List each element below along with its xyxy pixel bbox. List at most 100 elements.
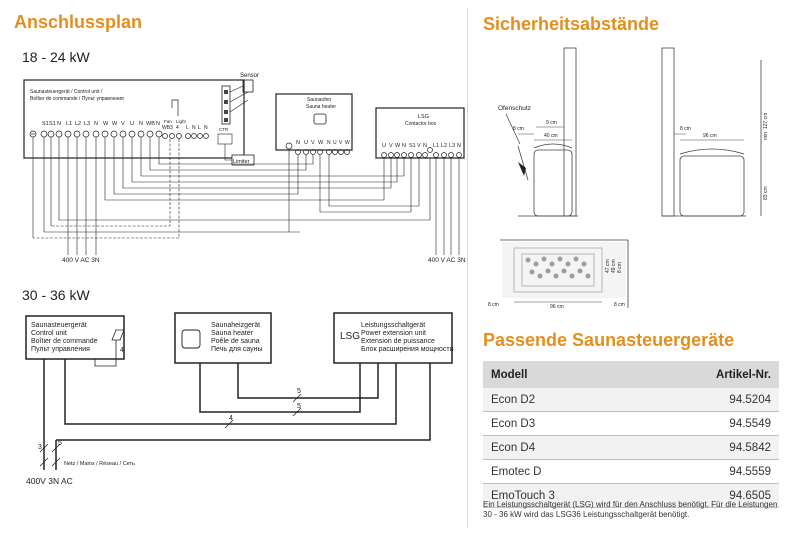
title-anschlussplan: Anschlussplan xyxy=(14,12,143,32)
svg-text:Power extension unit: Power extension unit xyxy=(361,330,426,337)
models-table: Modell Artikel-Nr. Econ D2 94.5204 Econ … xyxy=(483,361,779,508)
svg-text:Control unit: Control unit xyxy=(31,330,67,337)
title-sicherheitsabstaende: Sicherheitsabstände xyxy=(483,14,660,34)
control-unit-box-2 xyxy=(25,315,125,360)
svg-text:N: N xyxy=(423,143,427,149)
control-terminals: S1 S1 N L1 L2 L3 N W W V U N WB N xyxy=(42,121,160,127)
svg-text:WB: WB xyxy=(146,121,155,127)
svg-text:49 cm: 49 cm xyxy=(611,259,617,273)
svg-text:5: 5 xyxy=(297,388,301,395)
svg-text:Sauna heater: Sauna heater xyxy=(306,104,336,110)
svg-text:W: W xyxy=(345,140,350,146)
cell-article: 94.5549 xyxy=(639,411,779,436)
cell-article: 94.5842 xyxy=(639,435,779,460)
svg-text:Saunaofen: Saunaofen xyxy=(307,97,331,103)
svg-text:Contactor box: Contactor box xyxy=(405,121,437,127)
svg-text:L3: L3 xyxy=(449,143,455,149)
header-modell: Modell xyxy=(483,361,640,388)
svg-text:Sauna heater: Sauna heater xyxy=(211,330,254,337)
svg-text:N: N xyxy=(296,140,300,146)
control-unit-title: Saunasteuergerät / Control unit / xyxy=(30,89,103,95)
svg-text:N: N xyxy=(327,140,331,146)
svg-text:Boîtier de commande: Boîtier de commande xyxy=(31,338,98,345)
svg-text:47 cm: 47 cm xyxy=(605,259,611,273)
svg-text:83 cm: 83 cm xyxy=(763,186,769,200)
svg-text:5: 5 xyxy=(58,440,62,447)
svg-text:L1: L1 xyxy=(433,143,439,149)
svg-text:LSG: LSG xyxy=(418,114,429,120)
svg-text:W: W xyxy=(318,140,324,146)
svg-text:Light: Light xyxy=(176,119,187,124)
svg-text:4: 4 xyxy=(176,125,179,131)
svg-text:L3: L3 xyxy=(84,121,90,127)
svg-text:V: V xyxy=(311,140,315,146)
column-divider xyxy=(467,8,468,528)
heading-30-36kw: 30 - 36 kW xyxy=(22,287,90,303)
svg-text:L: L xyxy=(186,125,189,131)
svg-text:LSG: LSG xyxy=(340,331,360,342)
svg-text:96 cm: 96 cm xyxy=(550,304,564,310)
svg-text:U: U xyxy=(333,140,337,146)
limiter-label: Limiter xyxy=(233,159,250,165)
svg-text:N: N xyxy=(139,121,143,127)
sensor-icon-2 xyxy=(111,329,125,341)
svg-text:L: L xyxy=(198,125,201,131)
svg-text:CTR: CTR xyxy=(219,127,229,132)
cell-model: EmoTouch 3 xyxy=(483,483,640,508)
header-artikel-nr: Artikel-Nr. xyxy=(639,361,779,388)
svg-text:S1: S1 xyxy=(42,121,49,127)
svg-text:W: W xyxy=(103,121,109,127)
lsg-contactor-box xyxy=(375,107,465,159)
table-row: Econ D3 94.5549 xyxy=(483,411,779,436)
footnote: Ein Leistungsschaltgerät (LSG) wird für … xyxy=(483,500,778,519)
svg-text:N: N xyxy=(402,143,406,149)
table-header-row: Modell Artikel-Nr. xyxy=(483,361,779,388)
svg-text:N: N xyxy=(57,121,61,127)
svg-text:Fan: Fan xyxy=(164,119,172,124)
svg-text:Пульт управления: Пульт управления xyxy=(31,346,90,353)
svg-text:8 cm: 8 cm xyxy=(614,302,625,308)
svg-text:Блок расширения мощности: Блок расширения мощности xyxy=(361,346,454,353)
svg-text:3: 3 xyxy=(38,444,42,451)
sensor-terminals xyxy=(221,85,231,125)
svg-text:U: U xyxy=(304,140,308,146)
heater-icon-2 xyxy=(181,329,201,349)
svg-text:8 cm: 8 cm xyxy=(617,262,623,273)
svg-text:40 cm: 40 cm xyxy=(544,133,558,139)
table-row: EmoTouch 3 94.6505 xyxy=(483,483,779,508)
svg-text:9 cm: 9 cm xyxy=(546,120,557,126)
svg-text:S1: S1 xyxy=(409,143,416,149)
svg-text:Ofenschutz: Ofenschutz xyxy=(498,105,531,112)
svg-text:N: N xyxy=(204,125,208,131)
cell-model: Econ D3 xyxy=(483,411,640,436)
svg-text:WB: WB xyxy=(162,125,171,131)
heading-18-24kw: 18 - 24 kW xyxy=(22,49,90,65)
svg-text:8 cm: 8 cm xyxy=(680,126,691,132)
svg-text:U: U xyxy=(382,143,386,149)
svg-text:L2: L2 xyxy=(75,121,81,127)
svg-text:N: N xyxy=(192,125,196,131)
table-row: Econ D4 94.5842 xyxy=(483,435,779,460)
supply-left-label: 400 V AC 3N xyxy=(62,257,100,264)
title-passende-saunasteuergeraete: Passende Saunasteuergeräte xyxy=(483,330,735,350)
wiring-diagram: Saunasteuergerät / Control unit / Boîtie… xyxy=(23,73,466,486)
svg-text:S1: S1 xyxy=(49,121,56,127)
svg-text:N: N xyxy=(156,121,160,127)
sensor-label: Sensor xyxy=(240,73,259,79)
supply-right-label: 400 V AC 3N xyxy=(428,257,466,264)
svg-text:min. 127 cm: min. 127 cm xyxy=(763,113,769,140)
table-row: Econ D2 94.5204 xyxy=(483,388,779,412)
cell-article: 94.6505 xyxy=(639,483,779,508)
lsg-box-2 xyxy=(333,312,453,364)
svg-text:4: 4 xyxy=(229,415,233,422)
svg-text:Печь для сауны: Печь для сауны xyxy=(211,346,263,353)
supply-label-2: 400V 3N AC xyxy=(26,476,73,486)
svg-text:N: N xyxy=(94,121,98,127)
svg-text:V: V xyxy=(121,121,125,127)
svg-text:L2: L2 xyxy=(441,143,447,149)
svg-text:V: V xyxy=(389,143,393,149)
svg-text:Leistungsschaltgerät: Leistungsschaltgerät xyxy=(361,322,425,329)
mains-label: Netz / Mains / Réseau / Сеть xyxy=(64,461,135,467)
cell-model: Emotec D xyxy=(483,459,640,484)
svg-text:Saunasteuergerät: Saunasteuergerät xyxy=(31,322,87,329)
